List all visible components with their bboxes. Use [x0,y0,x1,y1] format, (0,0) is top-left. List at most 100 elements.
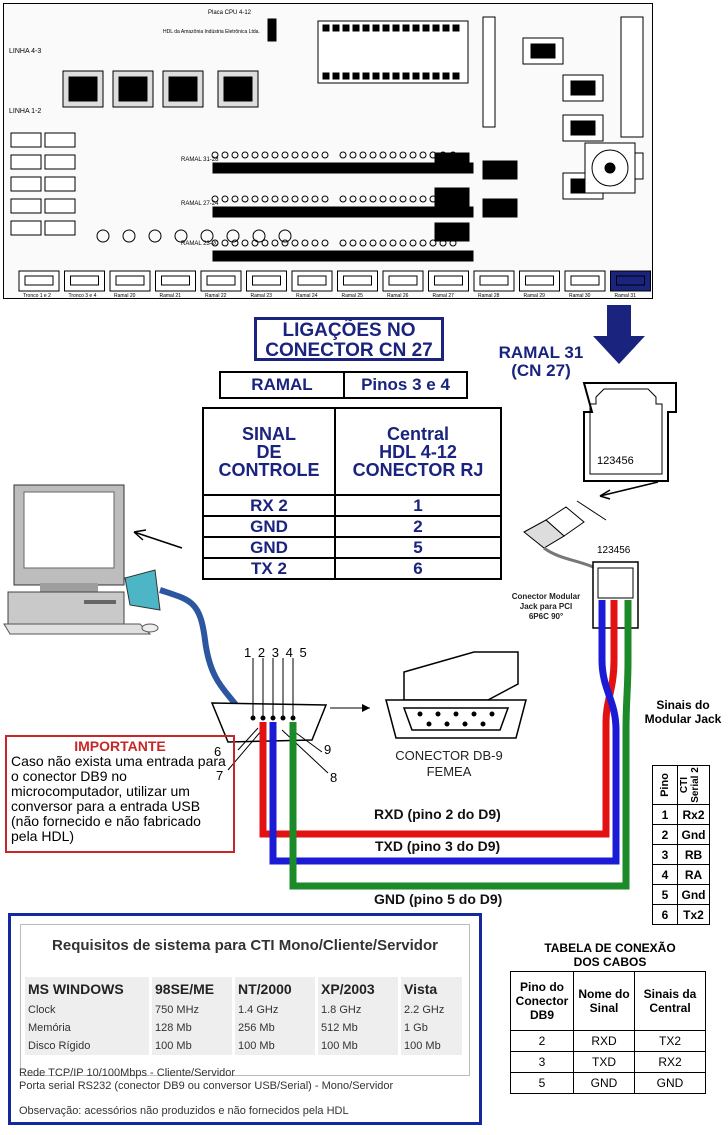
title-box: LIGAÇÕES NO CONECTOR CN 27 [254,317,444,361]
db9-female-connector [385,651,527,739]
req-cell: Memória [25,1019,152,1037]
wire-gnd [289,600,632,890]
pin-cell: 6 [334,557,502,580]
pcb-bottom-label: Ramal 21 [160,293,182,299]
db9-pin-3: 3 [271,645,279,660]
db9-pin-7: 7 [216,768,224,783]
modsig-pin: 5 [652,884,678,905]
wire-label-txd: TXD (pino 3 do D9) [375,838,501,854]
conn-cell: GND [573,1072,635,1094]
modsig-sig: RA [677,864,710,885]
modsig-sig: Gnd [677,884,710,905]
signal-cell: RX 2 [202,494,336,517]
modsig-sig: RB [677,844,710,865]
ramal31-line-2: (CN 27) [511,361,571,380]
req-cell: Clock [25,1001,152,1019]
pin-cell: 2 [334,515,502,538]
db9-label-2: FEMEA [426,764,472,779]
req-cell: 100 Mb [150,1037,235,1055]
db9-pin-4: 4 [285,645,293,660]
pcb-header: Placa CPU 4-12 [208,10,252,16]
conn-cell: GND [634,1072,706,1094]
modular-label-3: 6P6C 90° [528,612,564,621]
requirements-notes: Rede TCP/IP 10/100Mbps - Cliente/Servido… [19,1067,393,1093]
modsig-title-1: Sinais do [656,698,710,712]
pcb-bottom-label: Ramal 24 [296,293,318,299]
modsig-sig: Rx2 [677,804,710,825]
req-cell: 1.4 GHz [233,1001,318,1019]
modular-label-1: Conector Modular [511,592,581,601]
connection-table: Pino do Conector DB9 Nome do Sinal Sinai… [510,971,706,1094]
ramal-header: RAMAL Pinos 3 e 4 [219,371,468,399]
req-cell: Disco Rígido [25,1037,152,1055]
conn-header: Sinais da Central [634,971,706,1031]
requirements-table: MS WINDOWS 98SE/ME NT/2000 XP/2003 Vista… [25,977,465,1055]
head-right-line-2: HDL 4-12 [379,441,457,462]
conn-cell: TXD [573,1051,635,1073]
wire-txd [269,600,620,865]
connection-table-title: TABELA DE CONEXÃO DOS CABOS [512,941,708,969]
jack-pin-numbers: 123456 [597,455,634,467]
conn-title-2: DOS CABOS [573,955,647,969]
db9-pin-9: 9 [324,742,332,757]
requirements-panel: Requisitos de sistema para CTI Mono/Clie… [20,924,470,1076]
wire-label-rxd: RXD (pino 2 do D9) [374,806,501,822]
pcb-company: HDL da Amazônia Indústria Eletrônica Ltd… [163,29,260,35]
modsig-sig: Gnd [677,824,710,845]
important-note: IMPORTANTE Caso não exista uma entrada p… [5,735,235,853]
req-col: XP/2003 [316,977,401,1001]
rj-plug-sketch [523,500,607,549]
pin-cell: 5 [334,536,502,559]
db9-plug-pc [124,569,161,611]
db9-top-pin-numbers: 1 2 3 4 5 [244,645,307,660]
req-cell: 100 Mb [399,1037,465,1055]
db9-female-label: CONECTOR DB-9 FEMEA [386,748,512,780]
important-text: Caso não exista uma entrada para o conec… [11,753,226,844]
pcb-ramal-label-1: RAMAL 31-28 [181,157,219,163]
db9-label-1: CONECTOR DB-9 [395,748,503,763]
modsig-title-2: Modular Jack [644,712,722,726]
req-cell: 512 Mb [316,1019,401,1037]
pcb-ramal-label-2: RAMAL 27-24 [181,201,219,207]
req-note-1: Rede TCP/IP 10/100Mbps - Cliente/Servido… [19,1067,236,1079]
modsig-col-cti: CTI Serial 2 [679,767,701,803]
head-left-line-2: DE [256,441,282,462]
req-cell: 2.2 GHz [399,1001,465,1019]
plug-pin-numbers: 123456 [597,545,631,556]
head-left-line-1: SINAL [242,423,296,444]
pcb-board: Placa CPU 4-12 HDL da Amazônia Indústria… [3,3,653,299]
modsig-pin: 4 [652,864,678,885]
pcb-bottom-label: Tronco 1 e 2 [23,293,51,299]
pin-cell: 1 [334,494,502,517]
req-cell: 128 Mb [150,1019,235,1037]
signal-table-head-right: Central HDL 4-12 CONECTOR RJ [334,407,502,496]
serial-cable [159,587,239,707]
conn-cell: 3 [510,1051,574,1073]
req-col: MS WINDOWS [25,977,152,1001]
db9-male-connector [210,702,328,743]
requirements-title: Requisitos de sistema para CTI Mono/Clie… [52,937,438,954]
pcb-linha-mid: LINHA 1-2 [9,108,41,115]
pcb-bottom-label: Ramal 26 [387,293,409,299]
title-line-1: LIGAÇÕES NO [282,320,416,341]
ramal-header-right: Pinos 3 e 4 [361,375,450,394]
computer-icon [3,484,159,635]
req-col: 98SE/ME [150,977,235,1001]
db9-pin-8: 8 [330,770,338,785]
modsig-pin: 2 [652,824,678,845]
signal-table: SINAL DE CONTROLE Central HDL 4-12 CONEC… [202,407,502,580]
modular-connector-label: Conector Modular Jack para PCI 6P6C 90° [500,592,592,622]
pcb-bottom-label: Ramal 27 [433,293,455,299]
req-cell: 100 Mb [316,1037,401,1055]
modsig-pin: 1 [652,804,678,825]
signal-cell: GND [202,515,336,538]
title-line-2: CONECTOR CN 27 [265,340,433,361]
down-arrow-icon [593,305,645,364]
conn-cell: 2 [510,1030,574,1052]
pcb-bottom-label: Ramal 20 [114,293,136,299]
pcb-bottom-label: Ramal 23 [251,293,273,299]
pcb-bottom-label: Ramal 30 [569,293,591,299]
conn-cell: 5 [510,1072,574,1094]
ramal-header-left: RAMAL [221,373,345,397]
